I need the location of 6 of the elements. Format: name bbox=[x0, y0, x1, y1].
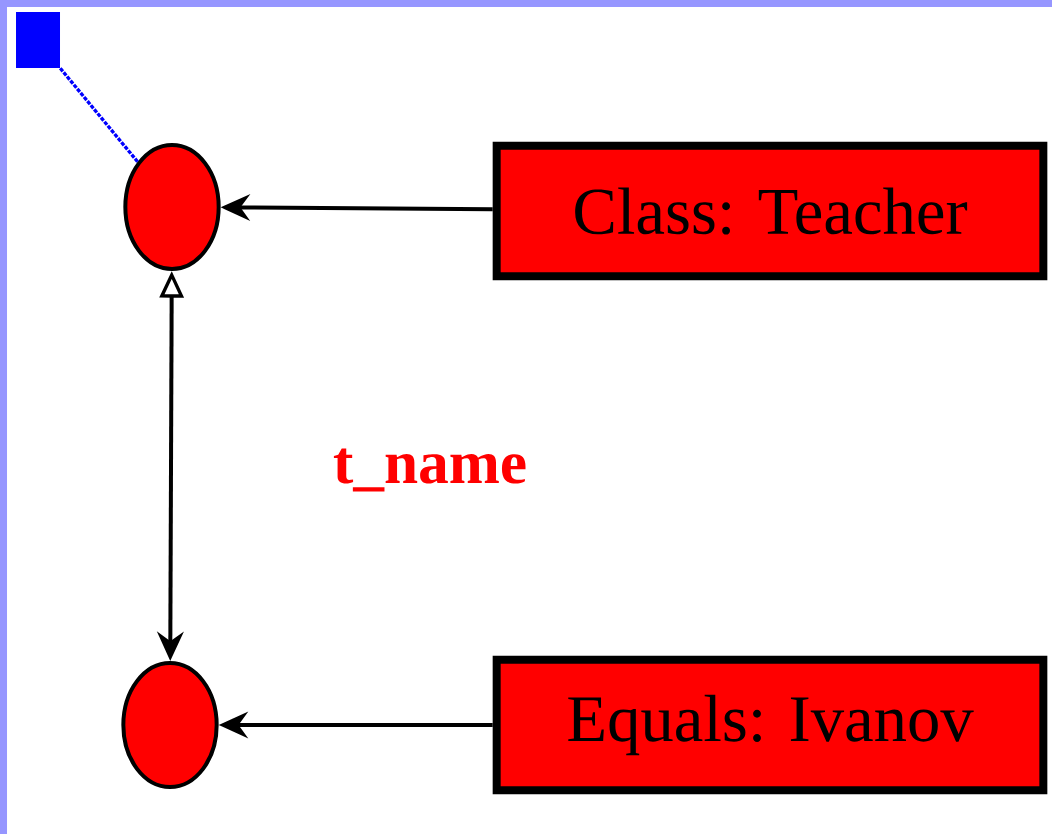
circle-node bbox=[123, 143, 221, 271]
label-box: Class: Teacher bbox=[492, 141, 1048, 281]
circle-node bbox=[121, 661, 219, 789]
edge-label: t_name bbox=[330, 445, 530, 495]
square-node bbox=[16, 12, 60, 68]
label-box: Equals: Ivanov bbox=[492, 655, 1048, 795]
